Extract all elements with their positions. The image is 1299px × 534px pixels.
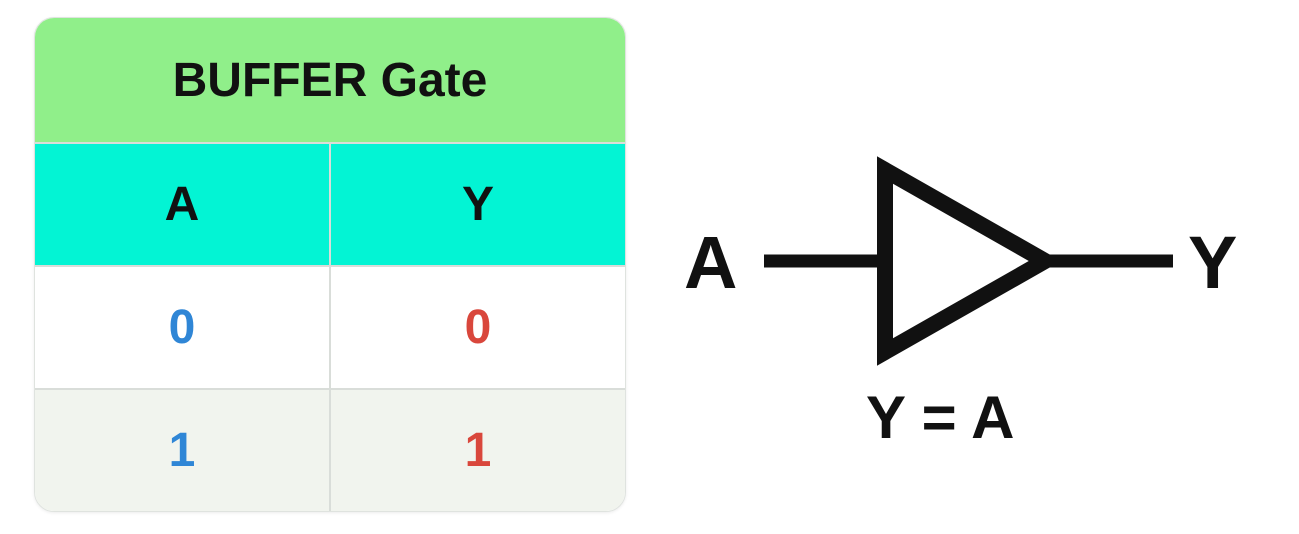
input-value: 1 [168, 424, 196, 477]
input-label: A [684, 221, 738, 304]
buffer-gate-diagram: A Y Y = A [660, 130, 1280, 470]
output-label: Y [1188, 221, 1238, 304]
table-row: 0 0 [35, 265, 625, 388]
truth-table-title: BUFFER Gate [35, 18, 625, 142]
truth-table-header-row: A Y [35, 142, 625, 265]
input-value: 0 [168, 301, 196, 354]
buffer-gate-symbol [764, 156, 1173, 366]
output-value: 1 [329, 390, 625, 511]
table-row: 1 1 [35, 388, 625, 511]
truth-table: BUFFER Gate A Y 0 0 1 1 [34, 17, 626, 512]
header-input: A [164, 178, 200, 231]
gate-equation: Y = A [866, 384, 1015, 451]
buffer-triangle [877, 156, 1062, 366]
output-value: 0 [329, 267, 625, 388]
header-output: Y [329, 144, 625, 265]
